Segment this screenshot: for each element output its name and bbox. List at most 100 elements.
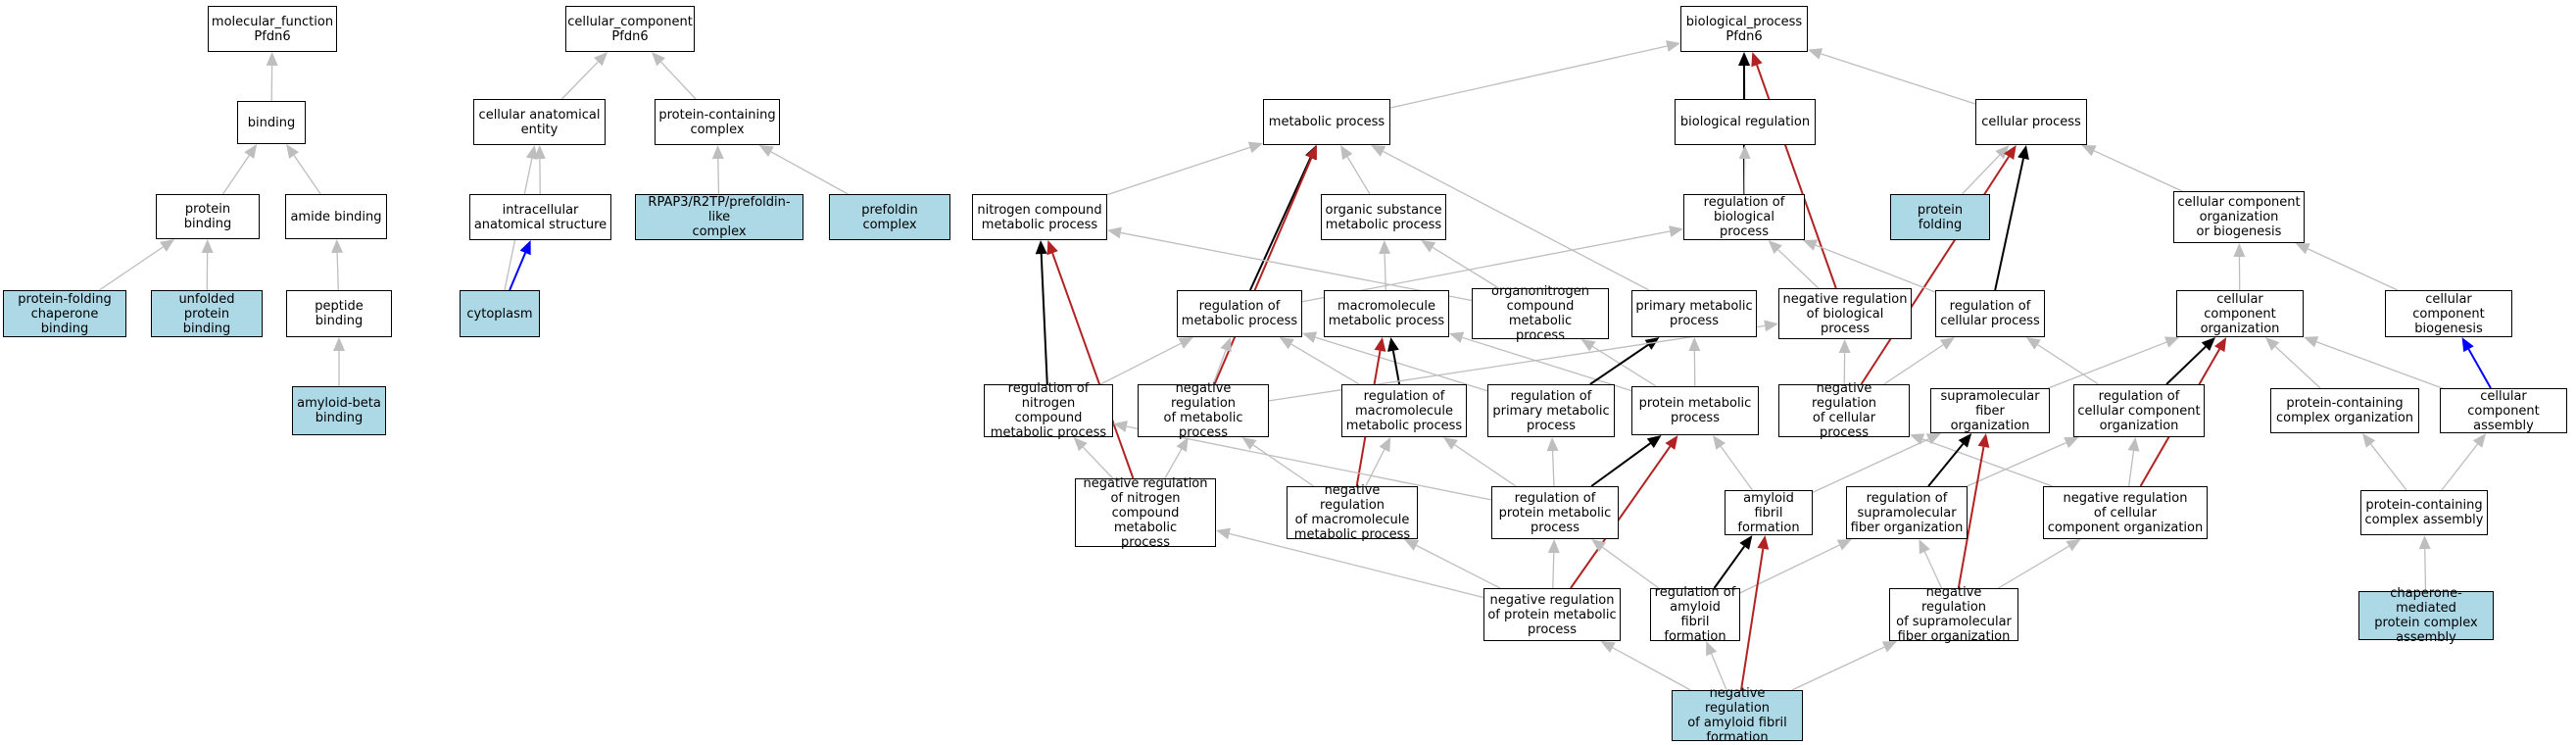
node-protein-containing-complex-assembly[interactable]: protein-containing complex assembly <box>2360 490 2488 535</box>
node-biological-regulation[interactable]: biological regulation <box>1675 99 1816 145</box>
edge-arrowhead <box>333 337 345 351</box>
node-protein-folding[interactable]: protein folding <box>1890 194 1990 240</box>
edge-arrowhead <box>1802 239 1819 251</box>
node-organic-substance-metabolic-process[interactable]: organic substance metabolic process <box>1321 194 1446 240</box>
edge-is-a <box>1082 446 1114 479</box>
node-regulation-of-biological-process[interactable]: regulation of biological process <box>1683 194 1805 240</box>
edge-arrowhead <box>2361 433 2376 448</box>
edge-is-a <box>1612 647 1691 691</box>
edge-regulates <box>1994 158 2024 291</box>
edge-is-a <box>1383 150 1650 291</box>
edge-part-of <box>509 252 527 291</box>
node-regulation-of-protein-metabolic-process[interactable]: regulation of protein metabolic process <box>1491 486 1619 539</box>
edge-arrowhead <box>711 145 724 160</box>
node-binding[interactable]: binding <box>237 101 306 144</box>
edge-arrowhead <box>2081 145 2097 157</box>
edge-arrowhead <box>1178 337 1193 349</box>
edge-arrowhead <box>2004 145 2017 161</box>
node-regulation-of-supramolecular-fiber-organization[interactable]: regulation of supramolecular fiber organ… <box>1846 486 1968 539</box>
node-unfolded-protein-binding[interactable]: unfolded protein binding <box>151 290 263 337</box>
edge-arrowhead <box>758 145 774 158</box>
node-negative-regulation-of-cellular-component-organization[interactable]: negative regulation of cellular componen… <box>2043 486 2208 539</box>
edge-is-a <box>1164 448 1183 479</box>
node-cellular-process[interactable]: cellular process <box>1975 99 2087 145</box>
node-negative-regulation-of-metabolic-process[interactable]: negative regulation of metabolic process <box>1138 381 1269 440</box>
node-protein-containing-complex-organization[interactable]: protein-containing complex organization <box>2270 388 2419 433</box>
node-bp-root[interactable]: biological_process Pfdn6 <box>1680 6 1808 52</box>
node-metabolic-process[interactable]: metabolic process <box>1263 99 1390 145</box>
node-regulation-of-nitrogen-compound-metabolic-process[interactable]: regulation of nitrogen compound metaboli… <box>984 381 1113 440</box>
node-protein-containing-complex[interactable]: protein-containing complex <box>655 99 780 145</box>
edge-arrowhead <box>2461 337 2474 353</box>
edge-arrowhead <box>1838 339 1851 354</box>
edge-arrowhead <box>1600 641 1616 653</box>
node-negative-regulation-of-biological-process[interactable]: negative regulation of biological proces… <box>1778 288 1912 339</box>
node-negative-regulation-of-protein-metabolic-process[interactable]: negative regulation of protein metabolic… <box>1483 588 1621 641</box>
node-amide-binding[interactable]: amide binding <box>285 194 387 239</box>
edge-is-a <box>222 155 250 195</box>
node-negative-regulation-of-amyloid-fibril-formation[interactable]: negative regulation of amyloid fibril fo… <box>1672 686 1803 745</box>
edge-arrowhead <box>1216 527 1232 540</box>
node-amyloid-beta-binding[interactable]: amyloid-beta binding <box>292 386 386 435</box>
node-protein-binding[interactable]: protein binding <box>156 194 260 239</box>
edge-arrowhead <box>1919 539 1930 555</box>
node-protein-metabolic-process[interactable]: protein metabolic process <box>1631 386 1759 435</box>
node-cellular-component-biogenesis[interactable]: cellular component biogenesis <box>2385 290 2512 337</box>
node-cellular-component-organization-or-biogenesis[interactable]: cellular component organization or bioge… <box>2173 191 2305 243</box>
node-cc-root[interactable]: cellular_component Pfdn6 <box>565 6 695 52</box>
node-cellular-component-organization[interactable]: cellular component organization <box>2176 290 2304 337</box>
node-amyloid-fibril-formation[interactable]: amyloid fibril formation <box>1725 490 1813 535</box>
edge-is-a <box>560 61 599 100</box>
node-regulation-of-cellular-process[interactable]: regulation of cellular process <box>1935 290 2045 337</box>
edge-is-a <box>2441 443 2478 491</box>
edge-is-a <box>1883 344 1944 385</box>
node-cellular-component-assembly[interactable]: cellular component assembly <box>2440 388 2567 433</box>
node-chaperone-mediated-protein-complex-assembly[interactable]: chaperone-mediated protein complex assem… <box>2358 586 2494 645</box>
edge-is-a <box>2424 548 2427 592</box>
edge-arrowhead <box>1247 141 1263 154</box>
edge-arrowhead <box>1046 240 1058 256</box>
node-primary-metabolic-process[interactable]: primary metabolic process <box>1631 290 1757 337</box>
edge-negatively-regulates <box>1740 548 1765 691</box>
node-cellular-anatomical-entity[interactable]: cellular anatomical entity <box>473 99 606 145</box>
node-supramolecular-fiber-organization[interactable]: supramolecular fiber organization <box>1930 388 2050 433</box>
node-negative-regulation-of-nitrogen-compound-metabolic-process[interactable]: negative regulation of nitrogen compound… <box>1075 476 1216 550</box>
edge-is-a <box>293 155 321 195</box>
node-nitrogen-compound-metabolic-process[interactable]: nitrogen compound metabolic process <box>972 194 1107 240</box>
node-rpap3-r2tp-prefoldin-like-complex[interactable]: RPAP3/R2TP/prefoldin-like complex <box>635 194 803 240</box>
edge-is-a <box>1252 444 1314 487</box>
edge-arrowhead <box>1220 337 1232 353</box>
node-regulation-of-metabolic-process[interactable]: regulation of metabolic process <box>1177 290 1302 337</box>
edge-is-a <box>1389 45 1668 109</box>
node-cytoplasm[interactable]: cytoplasm <box>460 290 540 337</box>
node-peptide-binding[interactable]: peptide binding <box>286 290 392 337</box>
edge-arrowhead <box>1738 52 1750 66</box>
node-protein-folding-chaperone-binding[interactable]: protein-folding chaperone binding <box>3 290 126 337</box>
node-prefoldin-complex[interactable]: prefoldin complex <box>829 194 950 240</box>
node-regulation-of-macromolecule-metabolic-process[interactable]: regulation of macromolecule metabolic pr… <box>1341 384 1467 437</box>
node-negative-regulation-of-cellular-process[interactable]: negative regulation of cellular process <box>1778 381 1910 440</box>
node-macromolecule-metabolic-process[interactable]: macromolecule metabolic process <box>1324 290 1449 337</box>
edge-is-a <box>1552 552 1555 589</box>
node-intracellular-anatomical-structure[interactable]: intracellular anatomical structure <box>469 194 611 240</box>
edge-arrowhead <box>1279 337 1294 350</box>
node-organonitrogen-compound-metabolic-process[interactable]: organonitrogen compound metabolic proces… <box>1472 284 1609 343</box>
node-regulation-of-cellular-component-organization[interactable]: regulation of cellular component organiz… <box>2073 384 2205 437</box>
edge-regulates <box>1249 157 1312 291</box>
edge-is-a <box>717 158 720 195</box>
node-regulation-of-amyloid-fibril-formation[interactable]: regulation of amyloid fibril formation <box>1650 585 1740 644</box>
edge-arrowhead <box>2264 337 2280 351</box>
edge-arrowhead <box>2163 336 2180 348</box>
edge-is-a <box>2093 150 2183 192</box>
edge-arrowhead <box>2472 433 2487 448</box>
node-mf-root[interactable]: molecular_function Pfdn6 <box>208 6 337 52</box>
edge-arrowhead <box>1768 240 1782 255</box>
edge-is-a <box>2048 341 2167 389</box>
node-negative-regulation-of-supramolecular-fiber-organization[interactable]: negative regulation of supramolecular fi… <box>1889 585 2018 644</box>
node-regulation-of-primary-metabolic-process[interactable]: regulation of primary metabolic process <box>1487 384 1615 437</box>
node-negative-regulation-of-macromolecule-metabolic-process[interactable]: negative regulation of macromolecule met… <box>1287 483 1418 542</box>
edge-arrowhead <box>1379 240 1391 255</box>
edge-arrowhead <box>1738 145 1751 160</box>
